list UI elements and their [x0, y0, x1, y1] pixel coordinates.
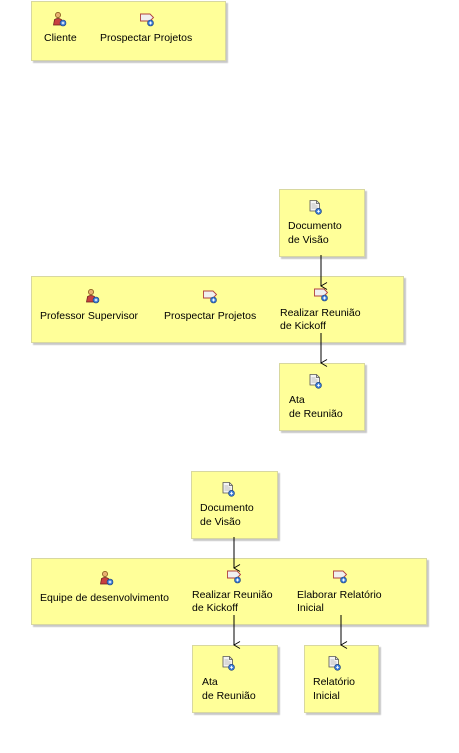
artifact-label-line1: Documento — [200, 502, 254, 514]
task-label-line1: Realizar Reunião — [192, 589, 273, 601]
artifact-documento-visao — [279, 189, 365, 257]
lane-professor-supervisor — [31, 276, 404, 343]
artifact-label-line1: Relatório — [313, 676, 356, 688]
task-label-line2: Inicial — [297, 602, 324, 614]
task-label-line1: Realizar Reunião — [280, 307, 361, 319]
artifact-label-line1: Ata — [202, 676, 218, 688]
role-label: Professor Supervisor — [40, 310, 139, 322]
artifact-label-line2: Inicial — [313, 690, 340, 702]
task-label: Prospectar Projetos — [100, 32, 193, 44]
role-label: Cliente — [44, 32, 77, 44]
task-label-line2: de Kickoff — [280, 320, 326, 332]
role-label: Equipe de desenvolvimento — [40, 592, 170, 604]
artifact-label-line1: Ata — [289, 394, 305, 406]
task-label: Prospectar Projetos — [164, 310, 257, 322]
artifact-label-line2: de Visão — [200, 516, 241, 528]
lane-cliente — [31, 1, 226, 61]
lane-equipe-desenvolvimento — [31, 558, 427, 625]
task-label-line1: Elaborar Relatório — [297, 589, 382, 601]
artifact-label-line2: de Reunião — [289, 408, 343, 420]
artifact-relatorio-inicial — [304, 645, 379, 713]
artifact-ata-reuniao — [279, 363, 365, 431]
artifact-label-line2: de Reunião — [202, 690, 256, 702]
artifact-label-line2: de Visão — [288, 234, 329, 246]
artifact-label-line1: Documento — [288, 220, 342, 232]
task-label-line2: de Kickoff — [192, 602, 238, 614]
